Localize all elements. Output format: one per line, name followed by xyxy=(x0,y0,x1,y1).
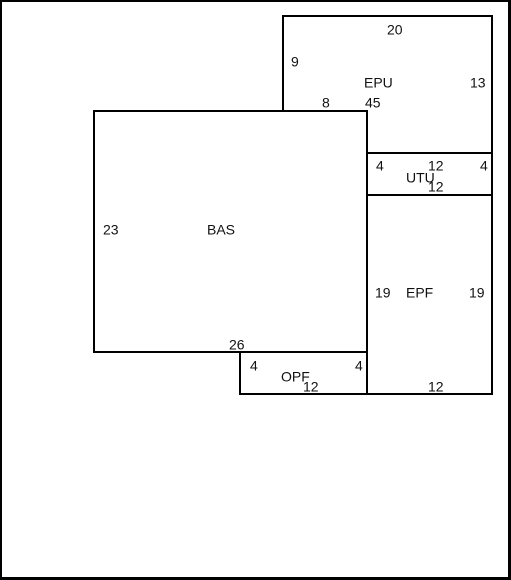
area-opf-dim-bottom: 12 xyxy=(303,379,319,395)
area-utu-dim-right: 4 xyxy=(480,158,488,174)
area-epu-outline xyxy=(282,15,493,153)
area-epf: EPF 19 19 12 xyxy=(366,194,493,395)
area-epf-dim-bottom: 12 xyxy=(428,379,444,395)
area-utu-dim-left: 4 xyxy=(376,158,384,174)
area-epf-outline xyxy=(366,194,493,395)
area-opf-dim-right: 4 xyxy=(355,358,363,374)
area-epf-dim-left: 19 xyxy=(375,285,391,301)
area-utu: UTU 4 12 4 12 xyxy=(366,152,493,196)
area-epu-dim-bottom-b: 45 xyxy=(365,95,381,111)
area-epu-dim-bottom-a: 8 xyxy=(322,95,330,111)
area-bas-label: BAS xyxy=(207,222,235,238)
area-utu-dim-top: 12 xyxy=(428,158,444,174)
area-epu-dim-top: 20 xyxy=(387,22,403,38)
area-bas-dim-bottom: 26 xyxy=(229,337,245,353)
area-bas-dim-left: 23 xyxy=(103,222,119,238)
area-opf: OPF 4 4 12 xyxy=(239,351,368,395)
area-utu-dim-bottom: 12 xyxy=(428,179,444,195)
area-opf-label: OPF xyxy=(281,369,310,385)
area-utu-label: UTU xyxy=(406,170,435,186)
area-epu-dim-right: 13 xyxy=(470,75,486,91)
area-opf-dim-left: 4 xyxy=(250,358,258,374)
area-epu: EPU 20 9 13 8 45 xyxy=(282,15,493,153)
area-opf-outline xyxy=(239,351,368,395)
area-epf-label: EPF xyxy=(406,285,433,301)
area-bas: BAS 23 26 xyxy=(93,110,368,353)
area-epu-label: EPU xyxy=(364,75,393,91)
area-epu-dim-left: 9 xyxy=(291,54,299,70)
area-epf-dim-right: 19 xyxy=(469,285,485,301)
